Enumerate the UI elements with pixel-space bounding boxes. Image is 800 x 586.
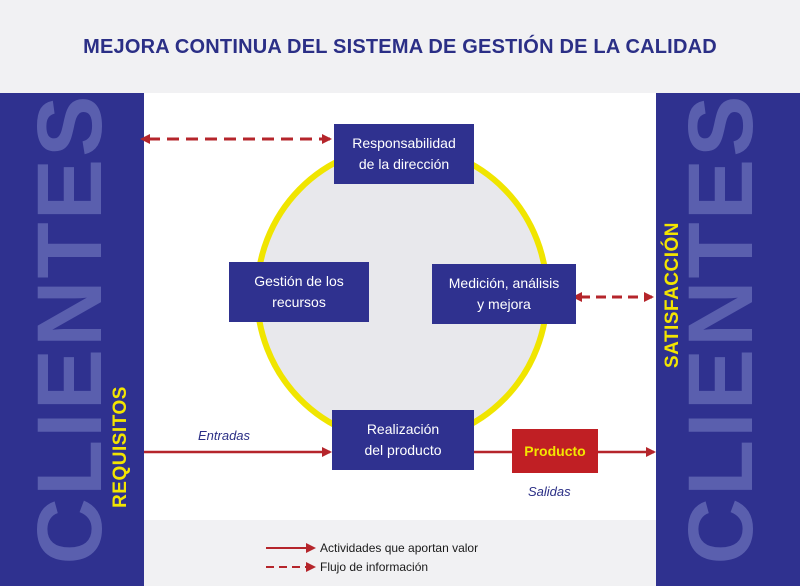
clients-left-panel: CLIENTES REQUISITOS [0, 93, 144, 586]
box-right-line-1: Medición, análisis [448, 275, 560, 291]
box-management-responsibility: Responsabilidad de la dirección [334, 124, 474, 184]
box-top-line-1: Responsabilidad [352, 135, 456, 151]
box-right-line-2: y mejora [477, 296, 531, 312]
box-top-line-2: de la dirección [358, 156, 450, 172]
outputs-label: Salidas [528, 484, 571, 499]
legend-dashed-label: Flujo de información [320, 560, 429, 574]
page-title: MEJORA CONTINUA DEL SISTEMA DE GESTIÓN D… [83, 36, 717, 58]
box-left-line-1: Gestión de los [254, 273, 344, 289]
box-left-line-2: recursos [272, 294, 326, 310]
box-resource-management: Gestión de los recursos [229, 262, 369, 322]
legend-solid-label: Actividades que aportan valor [320, 541, 479, 555]
box-bottom-line-1: Realización [366, 421, 440, 437]
box-bottom-line-2: del producto [364, 442, 442, 458]
clients-right-panel: CLIENTES SATISFACCIÓN [656, 93, 800, 586]
box-product-realization: Realización del producto [332, 410, 474, 470]
product-box: Producto [512, 429, 598, 473]
inputs-label: Entradas [198, 428, 251, 443]
box-measurement-improvement: Medición, análisis y mejora [432, 264, 576, 324]
